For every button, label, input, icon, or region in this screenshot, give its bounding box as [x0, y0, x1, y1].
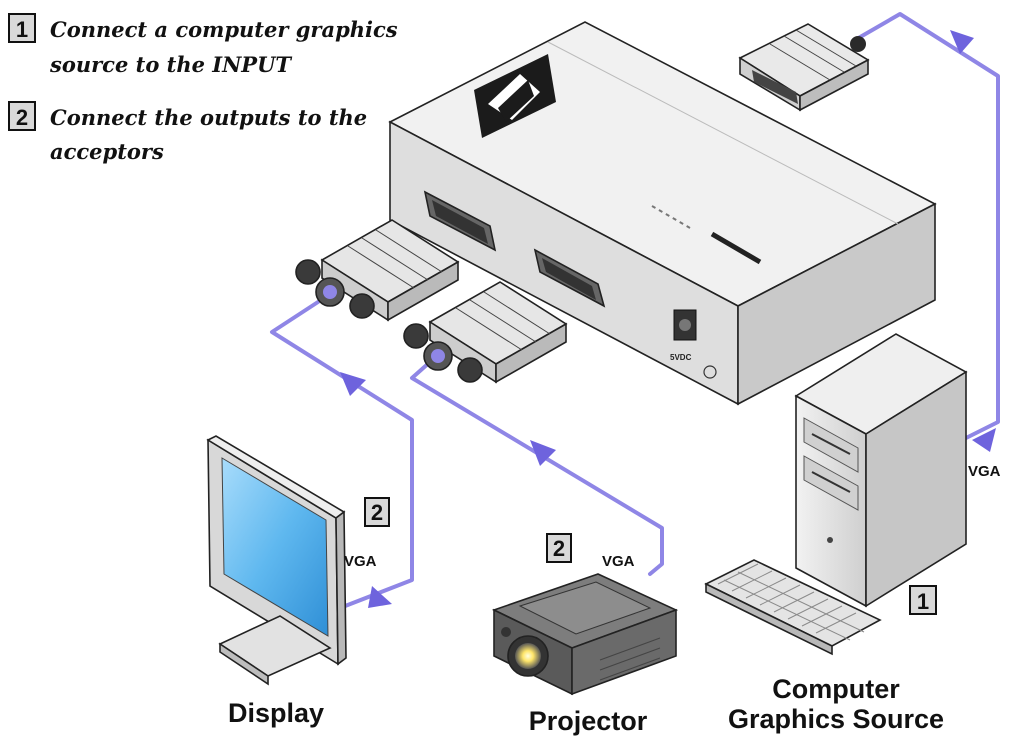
source-step-number: 1 [917, 589, 929, 614]
step-1-text-line1: Connect a computer graphics [50, 17, 398, 42]
computer-tower [794, 333, 968, 608]
step-2-text-line2: acceptors [50, 139, 164, 164]
display-monitor [206, 435, 347, 686]
source-label-line2: Graphics Source [728, 704, 944, 734]
power-socket [673, 309, 697, 341]
distribution-amplifier: 5VDC [388, 21, 937, 406]
projector [491, 573, 679, 696]
projector-label: Projector [529, 706, 648, 736]
display-step-number: 2 [371, 500, 383, 525]
input-vga-connector [738, 23, 870, 112]
step-1-text-line2: source to the INPUT [49, 52, 292, 77]
source-step-badge: 1 [909, 585, 937, 615]
keyboard [704, 559, 882, 656]
power-label: 5VDC [670, 353, 692, 362]
display-cable-arrow-mid [340, 372, 366, 396]
step-1-badge [8, 13, 36, 43]
display-step-badge: 2 [364, 497, 390, 527]
output-port-1 [423, 190, 497, 252]
step-2-badge [8, 101, 36, 131]
device-right-face [737, 202, 936, 406]
instruction-step-2: 2 Connect the outputs to the acceptors [8, 101, 367, 164]
source-label-line1: Computer [772, 674, 900, 704]
projector-cable [410, 360, 664, 576]
output-port-2 [533, 248, 606, 308]
display-cable [270, 300, 414, 610]
instruction-step-1: 1 Connect a computer graphics source to … [8, 13, 398, 77]
step-2-text-line1: Connect the outputs to the [50, 105, 367, 130]
projector-lens [515, 643, 541, 669]
step-2-number: 2 [16, 105, 28, 130]
projector-step-badge: 2 [546, 533, 572, 563]
brand-logo-icon [474, 54, 556, 138]
input-cable-arrow-bottom [972, 428, 996, 452]
display-vga-label: VGA [344, 553, 377, 570]
step-1-number: 1 [16, 17, 28, 42]
output-vga-connector-1 [295, 219, 460, 322]
projector-vga-label: VGA [602, 553, 635, 570]
ground-icon [703, 365, 717, 379]
front-panel-marking [651, 205, 762, 265]
display-cable-arrow-end [368, 586, 392, 608]
projector-cable-arrow [530, 440, 556, 466]
projector-step-number: 2 [553, 536, 565, 561]
display-label: Display [228, 698, 324, 728]
source-vga-label: VGA [968, 463, 1001, 480]
input-cable-arrow-top [950, 30, 974, 54]
display-screen [221, 457, 329, 637]
output-vga-connector-2 [403, 281, 568, 384]
input-cable [853, 12, 1000, 452]
